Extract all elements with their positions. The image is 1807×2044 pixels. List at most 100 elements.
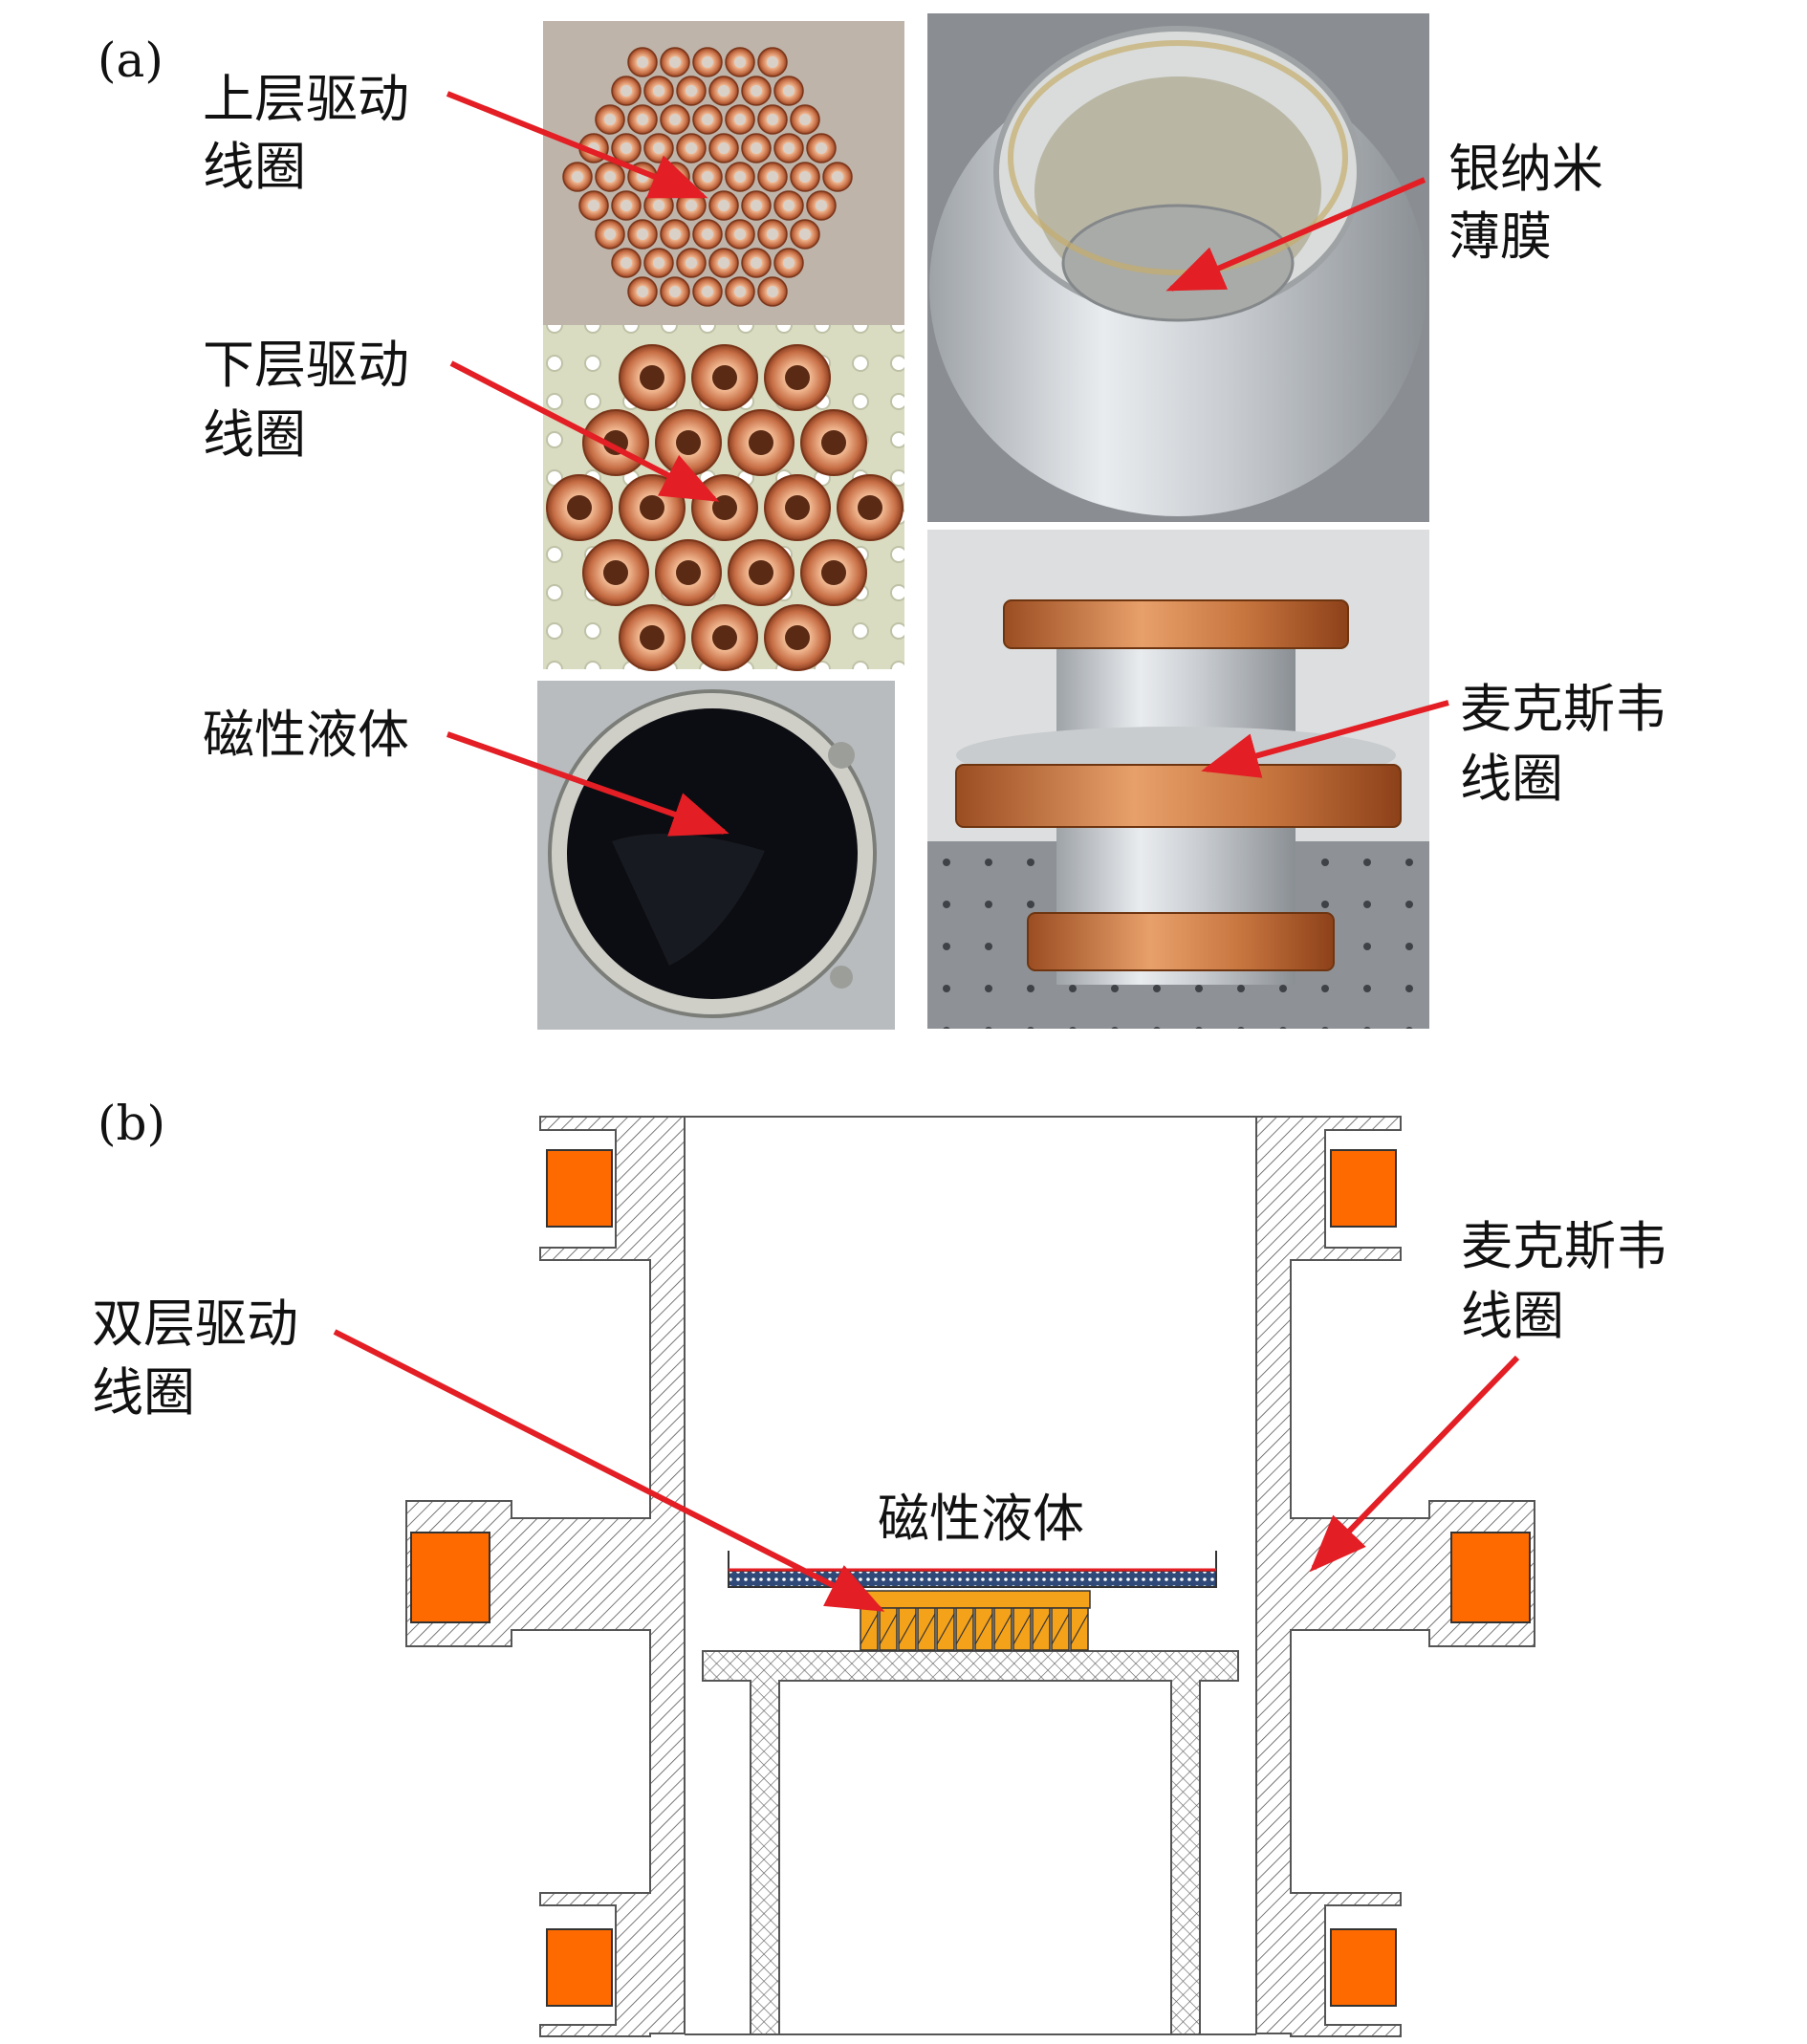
- upper-coil-hole: [620, 200, 632, 211]
- upper-coil-hole: [637, 286, 648, 297]
- lower-coil-bore: [712, 495, 737, 520]
- upper-coil-hole: [669, 114, 681, 125]
- label-maxwell-coil-diagram: 麦克斯韦 线圈: [1461, 1216, 1667, 1346]
- upper-coil-hole: [702, 114, 713, 125]
- drive-coil-hatch: [1051, 1613, 1070, 1645]
- upper-coil-hole: [637, 56, 648, 68]
- lower-coil-bore: [749, 560, 773, 585]
- svg-text:薄膜: 薄膜: [1448, 207, 1552, 267]
- upper-coil-hole: [669, 286, 681, 297]
- arrow-maxwell-coil-photo: [1201, 700, 1449, 778]
- svg-text:线圈: 线圈: [203, 404, 306, 465]
- upper-coil-hole: [767, 56, 778, 68]
- upper-coil-hole: [816, 200, 827, 211]
- upper-coil-hole: [604, 228, 616, 240]
- upper-coil-hole: [669, 228, 681, 240]
- upper-coil-hole: [686, 200, 697, 211]
- lower-coil-bore: [640, 625, 664, 650]
- lower-coil-bore: [676, 430, 701, 455]
- upper-coil-hole: [734, 114, 746, 125]
- upper-coil-hole: [767, 286, 778, 297]
- drive-coil-hatch: [917, 1613, 936, 1645]
- upper-coil-hole: [620, 142, 632, 154]
- upper-coil-hole: [702, 56, 713, 68]
- upper-coil-hole: [653, 257, 664, 269]
- svg-text:磁性液体: 磁性液体: [203, 705, 409, 765]
- drive-coil-hatch: [1032, 1613, 1051, 1645]
- arrow-magnetic-fluid-photo: [446, 731, 729, 837]
- upper-coil-hole: [604, 114, 616, 125]
- drive-coil-hatch: [955, 1613, 974, 1645]
- drive-coil-hatch: [993, 1613, 1012, 1645]
- upper-coil-hole: [718, 257, 729, 269]
- upper-coil-hole: [686, 257, 697, 269]
- upper-coil-hole: [767, 171, 778, 183]
- arrow-upper-coil: [446, 91, 708, 199]
- lower-coil-bore: [676, 560, 701, 585]
- drive-coil-hatch: [898, 1613, 917, 1645]
- silver-film-photo: [927, 13, 1429, 522]
- lower-coil-bore: [567, 495, 592, 520]
- lower-coil-bore: [749, 430, 773, 455]
- upper-coil-hole: [702, 286, 713, 297]
- upper-coil-hole: [816, 142, 827, 154]
- upper-coil-hole: [751, 257, 762, 269]
- lower-coil-photo: [543, 325, 904, 671]
- svg-text:麦克斯韦: 麦克斯韦: [1460, 679, 1666, 739]
- upper-coil-hole: [686, 85, 697, 97]
- lower-coil-bore: [821, 560, 846, 585]
- cross-section-diagram: [405, 1116, 1535, 2037]
- upper-coil-hole: [783, 257, 795, 269]
- lower-coil-bore: [785, 495, 810, 520]
- lower-coil-bore: [712, 625, 737, 650]
- drive-coil-hatch: [1070, 1613, 1089, 1645]
- arrow-lower-coil: [449, 360, 720, 502]
- label-upper-coil: 上层驱动 线圈: [203, 69, 409, 197]
- magnetic-fluid-photo: [537, 681, 895, 1030]
- upper-coil-hole: [734, 228, 746, 240]
- upper-coil-hole: [669, 56, 681, 68]
- arrow-silver-film: [1165, 177, 1426, 292]
- svg-text:麦克斯韦: 麦克斯韦: [1461, 1216, 1667, 1276]
- lower-coil-bore: [603, 560, 628, 585]
- upper-coil-hole: [718, 200, 729, 211]
- upper-coil-hole: [799, 171, 811, 183]
- panel-a-label: (a): [98, 33, 163, 88]
- drive-coil-hatch: [1012, 1613, 1032, 1645]
- upper-coil-hole: [751, 85, 762, 97]
- upper-coil-hole: [767, 228, 778, 240]
- upper-coil-hole: [686, 142, 697, 154]
- svg-text:线圈: 线圈: [1461, 1286, 1564, 1346]
- arrow-maxwell-coil-diagram: [1309, 1355, 1520, 1573]
- upper-coil-hole: [637, 114, 648, 125]
- label-magnetic-fluid-photo: 磁性液体: [203, 705, 409, 765]
- label-magnetic-fluid-diagram: 磁性液体: [878, 1489, 1084, 1549]
- svg-text:上层驱动: 上层驱动: [203, 69, 409, 129]
- upper-coil-hole: [718, 142, 729, 154]
- drive-coil-top-layer: [860, 1590, 1091, 1609]
- upper-coil-hole: [637, 228, 648, 240]
- label-double-coil: 双层驱动 线圈: [92, 1294, 298, 1423]
- maxwell-coil-photo: [927, 530, 1429, 1029]
- upper-coil-hole: [783, 200, 795, 211]
- arrow-double-coil: [333, 1329, 885, 1612]
- upper-coil-hole: [604, 171, 616, 183]
- upper-coil-hole: [653, 200, 664, 211]
- upper-coil-hole: [832, 171, 843, 183]
- lower-coil-bore: [640, 365, 664, 390]
- upper-coil-hole: [734, 286, 746, 297]
- maxwell-coil-sections: [410, 1149, 1531, 2007]
- upper-coil-photo: [543, 21, 904, 325]
- upper-coil-hole: [783, 142, 795, 154]
- lower-coil-bore: [785, 625, 810, 650]
- drive-coil-hatch: [879, 1613, 898, 1645]
- drive-coil-array: [860, 1590, 1091, 1651]
- upper-coil-hole: [702, 228, 713, 240]
- upper-coil-hole: [734, 171, 746, 183]
- upper-coil-hole: [751, 142, 762, 154]
- svg-text:线圈: 线圈: [92, 1362, 195, 1423]
- upper-coil-hole: [734, 56, 746, 68]
- upper-coil-hole: [620, 257, 632, 269]
- svg-text:磁性液体: 磁性液体: [878, 1489, 1084, 1549]
